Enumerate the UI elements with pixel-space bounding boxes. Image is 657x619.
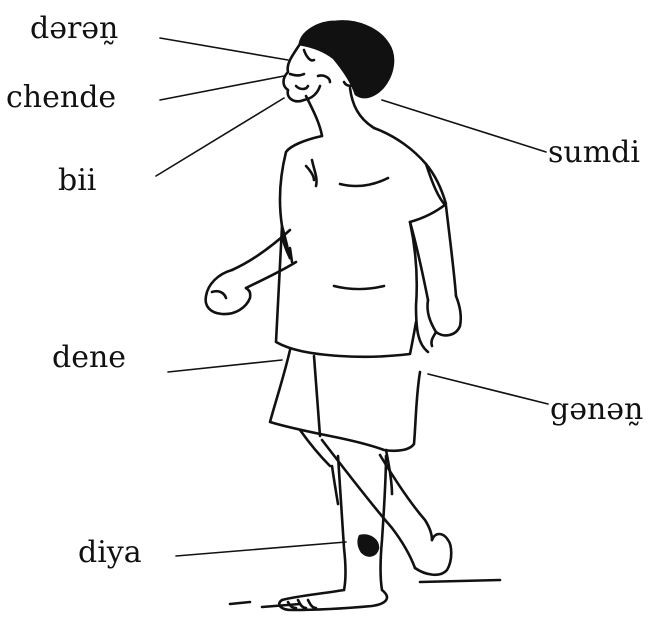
label-genen: gənən̰ <box>550 395 643 425</box>
leader-line-bii <box>156 98 284 176</box>
leader-line-diya <box>176 542 346 556</box>
leader-line-deren <box>160 38 288 60</box>
back-arm <box>206 230 296 314</box>
leader-line-genen <box>428 374 548 404</box>
label-sumdi: sumdi <box>548 138 640 168</box>
leader-line-dene <box>168 360 282 372</box>
label-deren: dərən̰ <box>30 14 118 44</box>
ground-marks <box>230 580 500 607</box>
shirt <box>276 128 446 357</box>
label-chende: chende <box>6 83 116 113</box>
leader-line-chende <box>160 76 284 100</box>
label-diya: diya <box>78 538 142 568</box>
label-bii: bii <box>58 166 96 196</box>
label-dene: dene <box>52 343 126 373</box>
